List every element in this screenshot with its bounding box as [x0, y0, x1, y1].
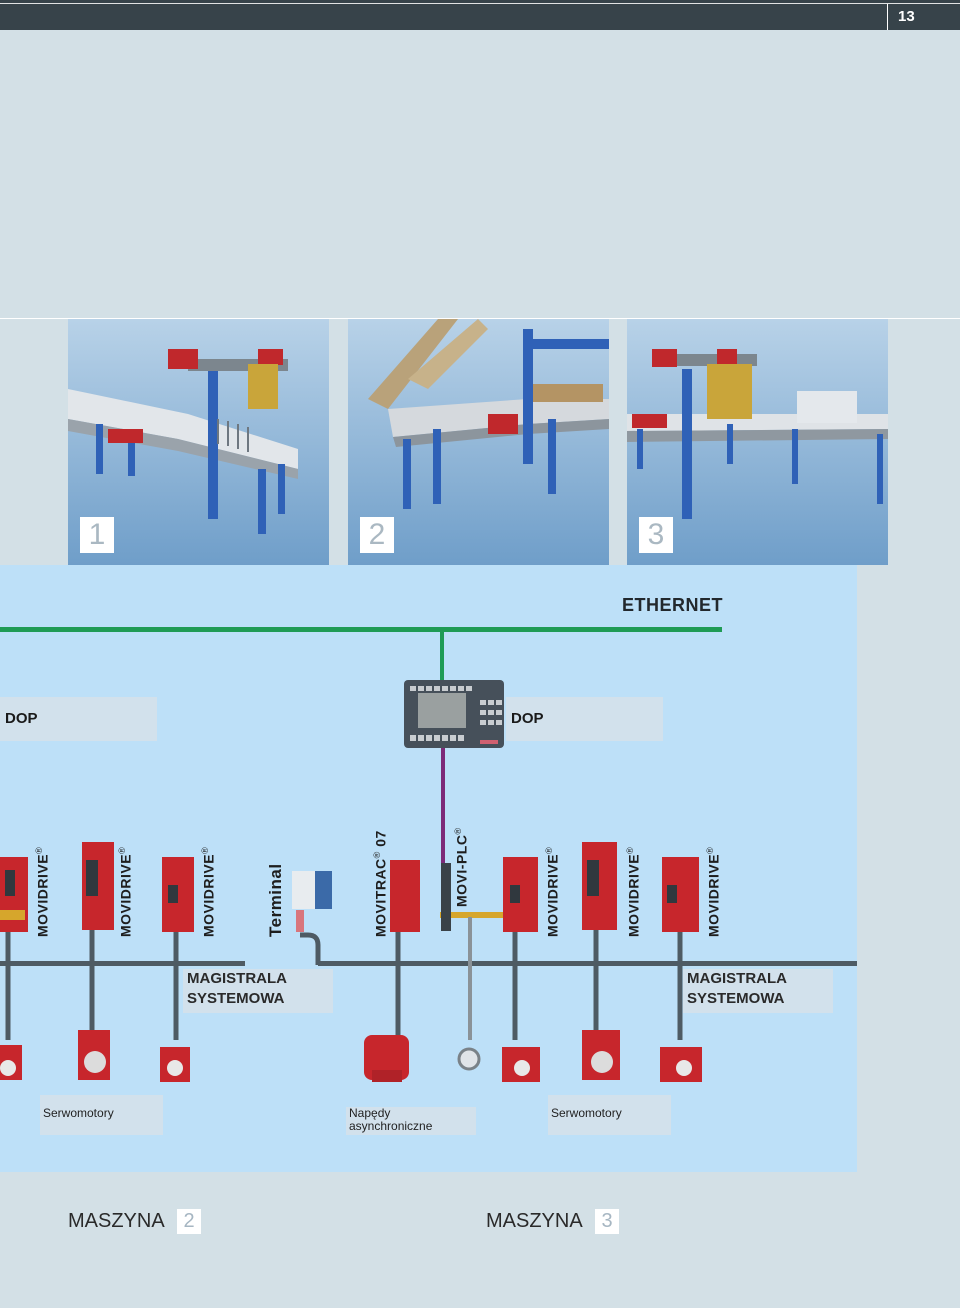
operator-panel	[404, 680, 504, 748]
machine-photo-2: 2	[348, 319, 609, 565]
movidrive-label-3: MOVIDRIVE®	[200, 846, 217, 937]
drive-units	[0, 842, 699, 932]
dop-label-right: DOP	[506, 697, 663, 741]
machine-label-3: MASZYNA	[486, 1210, 583, 1232]
terminal-module	[292, 871, 332, 932]
terminal-label: Terminal	[266, 863, 285, 937]
machine-number-2: 2	[177, 1209, 201, 1234]
photo-strip-rule	[0, 318, 960, 319]
panel-to-plc-link	[441, 748, 445, 863]
servo-motors-label-left: Serwomotory	[40, 1095, 163, 1135]
system-bus-label-right: MAGISTRALA SYSTEMOWA	[683, 969, 833, 1013]
system-bus-left	[0, 961, 245, 966]
ethernet-line	[0, 627, 722, 632]
async-drives-label: Napędy asynchroniczne	[346, 1107, 476, 1135]
movidrive-label-4: MOVIDRIVE®	[544, 846, 561, 937]
machine-label-2: MASZYNA	[68, 1210, 165, 1232]
system-bus-right	[318, 961, 857, 966]
movitrac-label: MOVITRAC® 07	[372, 830, 389, 937]
movidrive-label-6: MOVIDRIVE®	[705, 846, 722, 937]
machine-photo-3: 3	[627, 319, 888, 565]
photo-number-1: 1	[80, 517, 114, 553]
movidrive-label-5: MOVIDRIVE®	[625, 846, 642, 937]
ethernet-drop	[440, 627, 444, 682]
header-rule	[0, 3, 960, 4]
network-diagram: ETHERNET DOP DOP MAGISTRALA SYSTEMOWA MA…	[0, 565, 857, 1172]
motors	[0, 1030, 702, 1082]
movidrive-label-1: MOVIDRIVE®	[34, 846, 51, 937]
dop-label-left: DOP	[0, 697, 157, 741]
header-bar: 13	[0, 0, 960, 30]
servo-motors-label-right: Serwomotory	[548, 1095, 671, 1135]
ethernet-label: ETHERNET	[622, 595, 724, 615]
photo-number-3: 3	[639, 517, 673, 553]
photo-number-2: 2	[360, 517, 394, 553]
page-number: 13	[887, 4, 960, 30]
diagram-graphics	[0, 627, 857, 1082]
movidrive-label-2: MOVIDRIVE®	[117, 846, 134, 937]
movi-plc-label: MOVI-PLC®	[453, 827, 470, 907]
system-bus-label-left: MAGISTRALA SYSTEMOWA	[183, 969, 333, 1013]
machine-photo-1: 1	[68, 319, 329, 565]
machine-number-3: 3	[595, 1209, 619, 1234]
